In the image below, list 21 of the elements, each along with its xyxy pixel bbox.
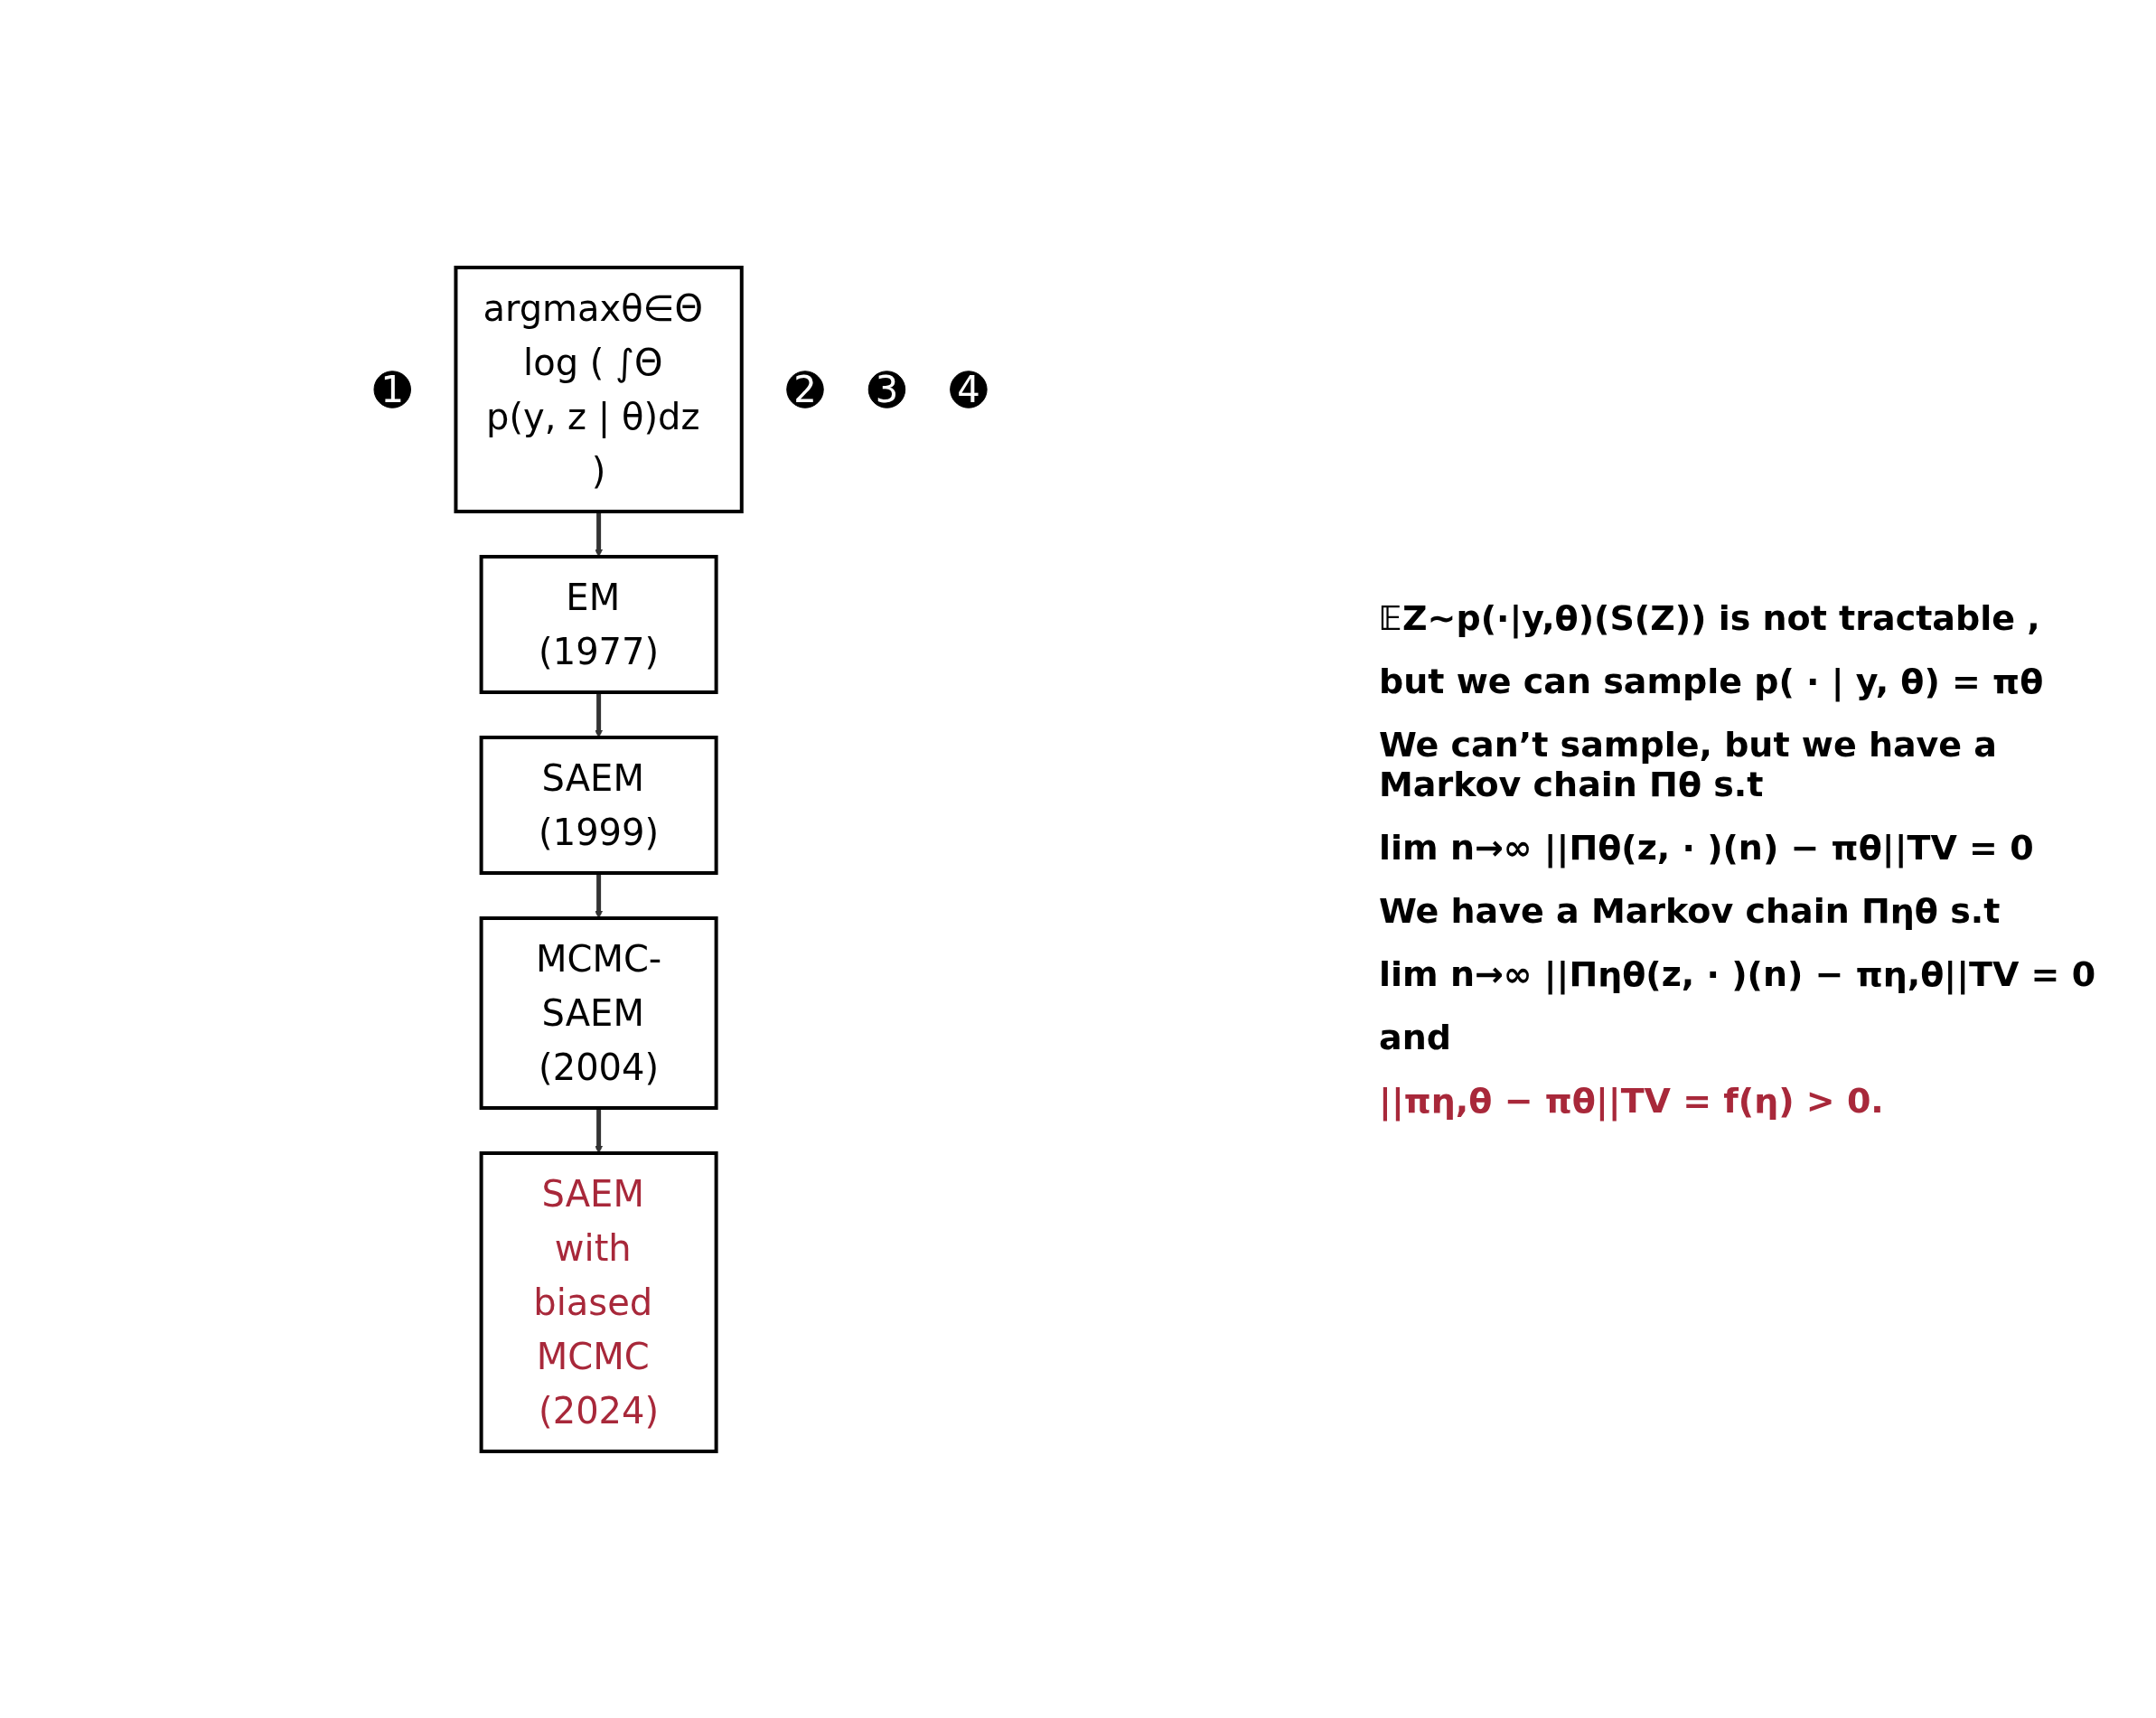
math-note: We have a Markov chain Πηθ s.t: [1379, 890, 2001, 931]
math-note: lim n→∞ ||Πθ(z, · )(n) − πθ||TV = 0: [1379, 827, 2035, 868]
node-box: SAEM with biased MCMC (2024): [479, 1150, 718, 1453]
node-box: EM (1977): [479, 554, 718, 694]
math-note: lim n→∞ ||Πηθ(z, · )(n) − πη,θ||TV = 0: [1379, 953, 2097, 994]
node-box: argmaxθ∈Θ log ( ∫Θ p(y, z | θ)dz ): [454, 265, 744, 513]
math-note: We can’t sample, but we have a Markov chain Πθ s.t: [1379, 724, 1998, 804]
math-note: ||πη,θ − πθ||TV = f(η) > 0.: [1379, 1080, 1885, 1121]
arrow: [595, 872, 603, 918]
arrow: [595, 1107, 603, 1153]
node-circle: 1: [373, 370, 411, 408]
arrow: [595, 511, 603, 557]
node-box: SAEM (1999): [479, 735, 718, 875]
math-note: and: [1379, 1017, 1452, 1057]
node-circle: 3: [867, 370, 906, 408]
math-note: 𝔼Z∼p(·|y,θ)(S(Z)) is not tractable ,: [1379, 597, 2041, 638]
node-circle: 4: [950, 370, 988, 408]
arrow: [595, 691, 603, 737]
math-note: but we can sample p( · | y, θ) = πθ: [1379, 661, 2045, 701]
node-box: MCMC-SAEM (2004): [479, 915, 718, 1110]
node-circle: 2: [786, 370, 824, 408]
